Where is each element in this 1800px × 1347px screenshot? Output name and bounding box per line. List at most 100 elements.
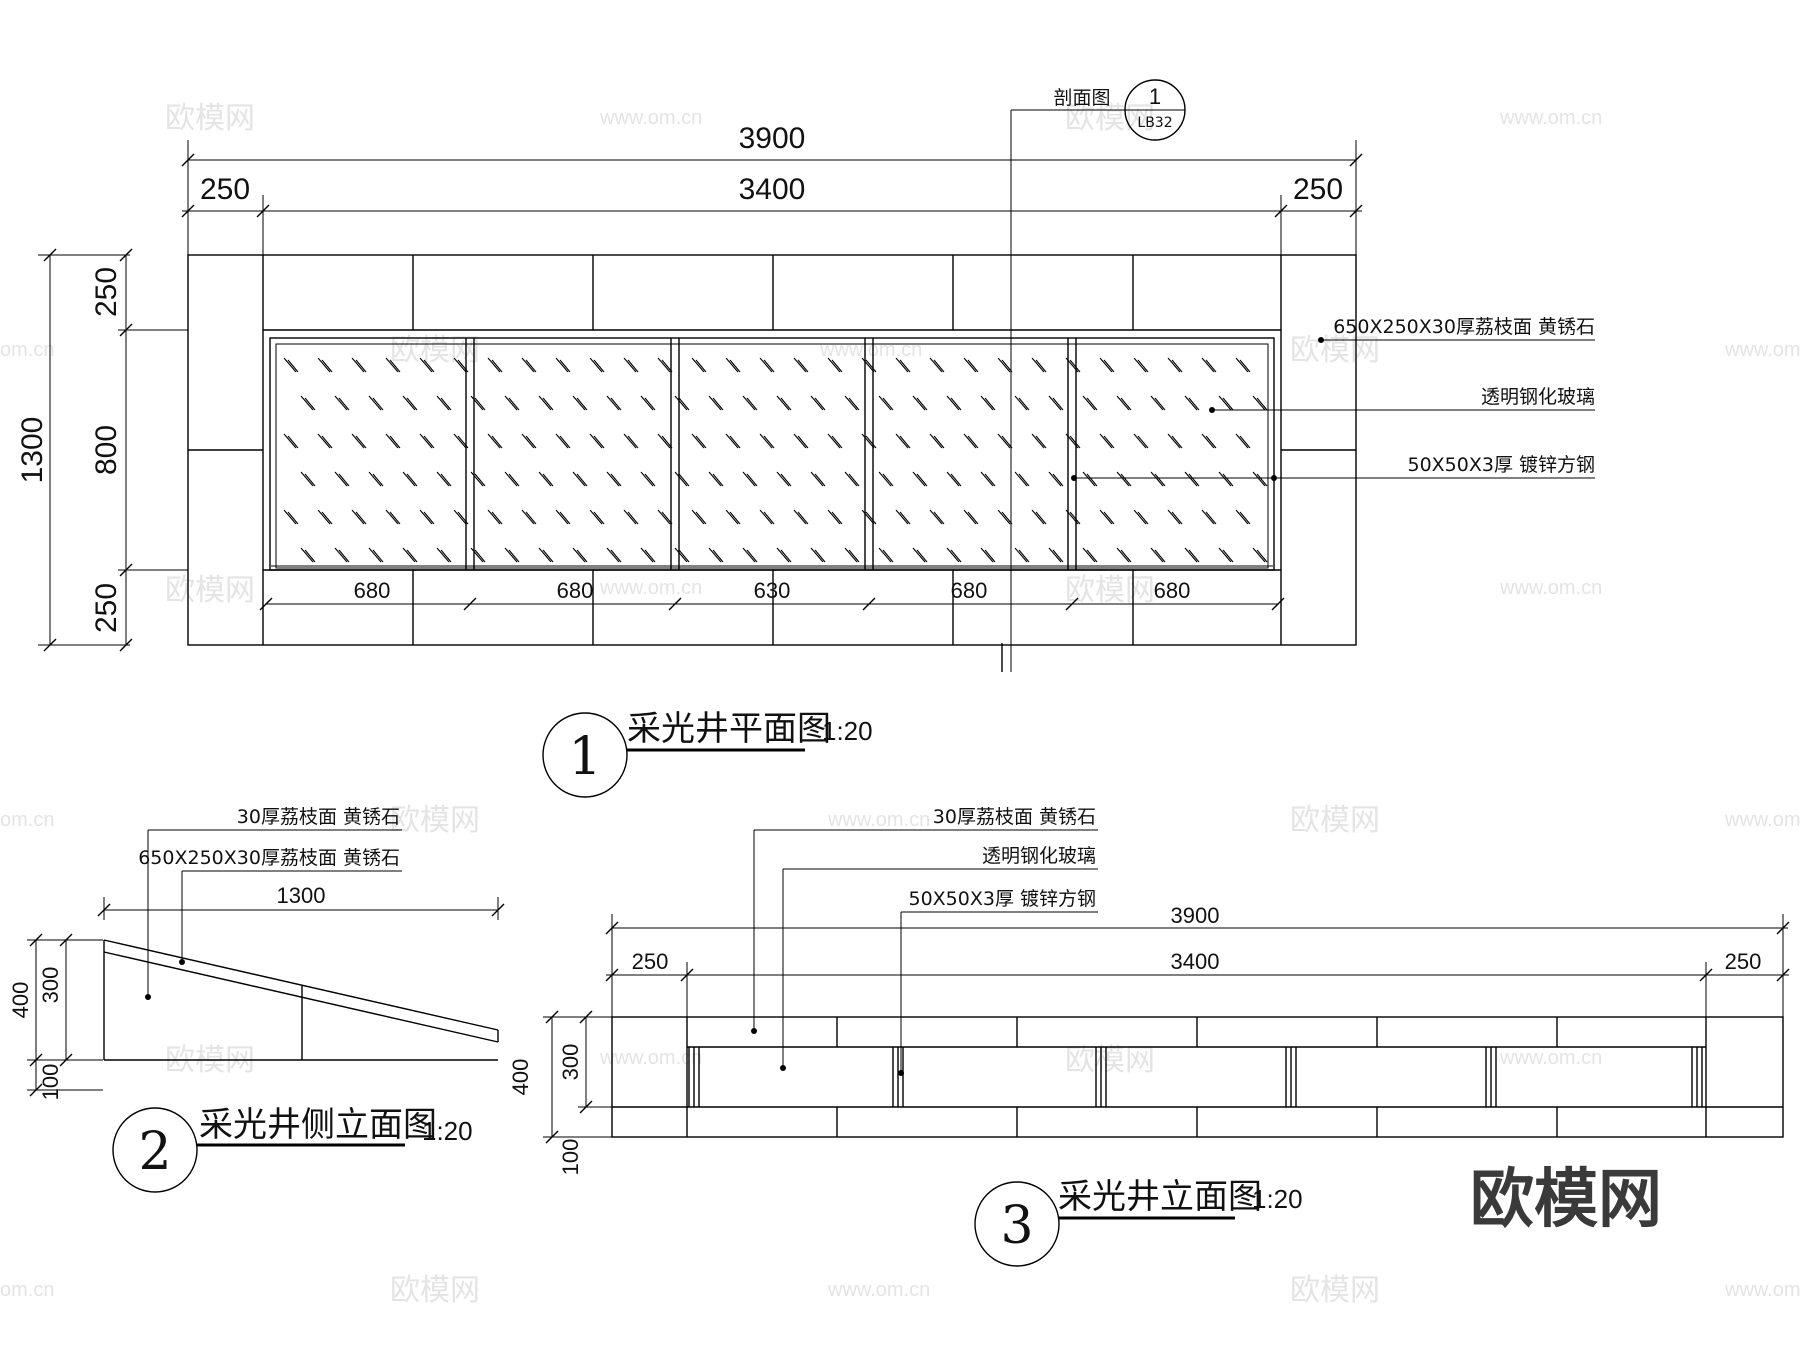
glass-hatch-mark xyxy=(1133,509,1149,525)
side-note-cap: 30厚荔枝面 黄锈石 xyxy=(237,806,400,828)
glass-hatch-mark xyxy=(657,433,673,449)
glass-hatch-mark xyxy=(844,395,860,411)
glass-hatch-mark xyxy=(334,547,350,563)
glass-hatch-mark xyxy=(1116,395,1132,411)
watermark-url: om.cn xyxy=(0,1279,54,1301)
glass-hatch-mark xyxy=(385,433,401,449)
glass-hatch-mark xyxy=(385,509,401,525)
plan-top-dimensions: 3900 250 3400 250 xyxy=(181,122,1363,255)
glass-hatch-mark xyxy=(776,395,792,411)
glass-hatch-mark xyxy=(623,357,639,373)
glass-hatch-mark xyxy=(742,395,758,411)
glass-hatch-mark xyxy=(521,509,537,525)
glass-hatch-mark xyxy=(1014,547,1030,563)
glass-hatch-mark xyxy=(1133,357,1149,373)
glass-hatch-mark xyxy=(1201,357,1217,373)
plan-dim-height-total: 1300 xyxy=(16,417,49,484)
glass-hatch-mark xyxy=(1201,509,1217,525)
glass-hatch-mark xyxy=(1252,395,1268,411)
glass-hatch-mark xyxy=(1031,357,1047,373)
watermark-brand: 欧模网 xyxy=(390,803,480,838)
glass-hatch-mark xyxy=(453,509,469,525)
glass-hatch-mark xyxy=(912,471,928,487)
glass-hatch-mark xyxy=(912,395,928,411)
glass-hatch-mark xyxy=(1252,547,1268,563)
title-scale: 1:20 xyxy=(822,716,873,746)
watermark-brand: 欧模网 xyxy=(1290,333,1380,368)
plan-view: 3900 250 3400 250 1300 xyxy=(16,79,1595,798)
glass-hatch-mark xyxy=(674,547,690,563)
plan-dim-height-top: 250 xyxy=(90,267,123,317)
glass-hatch-mark xyxy=(997,357,1013,373)
glass-hatch-mark xyxy=(691,433,707,449)
glass-hatch-mark xyxy=(283,357,299,373)
side-notes: 30厚荔枝面 黄锈石 650X250X30厚荔枝面 黄锈石 xyxy=(138,806,402,1000)
note-steel: 50X50X3厚 镀锌方钢 xyxy=(1407,454,1595,476)
side-title: 2 采光井侧立面图 1:20 xyxy=(112,1105,473,1193)
front-dim-left: 250 xyxy=(632,949,669,974)
glass-hatch-mark xyxy=(759,357,775,373)
title-number: 3 xyxy=(1000,1196,1033,1256)
glass-hatch-mark xyxy=(351,433,367,449)
glass-hatch-mark xyxy=(1116,547,1132,563)
glass-hatch-mark xyxy=(317,433,333,449)
glass-hatch-mark xyxy=(300,471,316,487)
glass-hatch-mark xyxy=(861,357,877,373)
glass-hatch-mark xyxy=(640,547,656,563)
front-dimensions: 3900 250 3400 250 400 300 100 xyxy=(508,903,1790,1175)
glass-hatch-mark xyxy=(844,547,860,563)
glass-hatch-mark xyxy=(1048,395,1064,411)
glass-hatch-mark xyxy=(980,471,996,487)
glass-hatch-mark xyxy=(538,471,554,487)
glass-hatch-mark xyxy=(708,395,724,411)
glass-hatch-mark xyxy=(810,395,826,411)
glass-hatch-mark xyxy=(810,471,826,487)
watermark-brand: 欧模网 xyxy=(390,1273,480,1308)
glass-hatch-mark xyxy=(1082,471,1098,487)
watermark-brand: 欧模网 xyxy=(1290,803,1380,838)
glass-hatch-mark xyxy=(793,357,809,373)
front-elevation: 3900 250 3400 250 400 300 100 xyxy=(508,806,1790,1267)
panel-dim: 680 xyxy=(557,578,594,603)
glass-hatch-mark xyxy=(963,357,979,373)
watermark-url: www.om.cn xyxy=(1499,577,1602,599)
glass-hatch-mark xyxy=(436,471,452,487)
glass-hatch-mark xyxy=(606,547,622,563)
side-dim-400: 400 xyxy=(8,982,33,1019)
section-number: 1 xyxy=(1149,84,1161,109)
glass-hatch-mark xyxy=(963,509,979,525)
side-profile xyxy=(103,939,499,1061)
glass-hatch-mark xyxy=(1065,433,1081,449)
plan-dim-right: 250 xyxy=(1293,173,1343,206)
front-note-steel: 50X50X3厚 镀锌方钢 xyxy=(908,888,1096,910)
glass-hatch-mark xyxy=(1235,509,1251,525)
watermark-brand: 欧模网 xyxy=(1290,1273,1380,1308)
glass-hatch-mark xyxy=(334,395,350,411)
glass-hatch-mark xyxy=(776,547,792,563)
glass-hatch-mark xyxy=(640,395,656,411)
glass-hatch-mark xyxy=(895,509,911,525)
glass-hatch-mark xyxy=(759,509,775,525)
glass-hatch-mark xyxy=(1031,509,1047,525)
glass-hatch-mark xyxy=(589,433,605,449)
glass-hatch-mark xyxy=(300,395,316,411)
glass-hatch-mark xyxy=(283,433,299,449)
glass-hatch-mark xyxy=(912,547,928,563)
glass-hatch-mark xyxy=(1133,433,1149,449)
title-text: 采光井平面图 xyxy=(627,709,831,749)
glass-hatch-mark xyxy=(504,547,520,563)
watermark-url: www.om.cn xyxy=(819,339,922,361)
glass-hatch-mark xyxy=(470,395,486,411)
glass-hatch-mark xyxy=(555,433,571,449)
glass-hatch-mark xyxy=(725,433,741,449)
glass-hatch-mark xyxy=(368,471,384,487)
glass-hatch-mark xyxy=(844,471,860,487)
watermark-layer: 欧模网 www.om.cn 欧模网 www.om.cn om.cn 欧模网 ww… xyxy=(0,101,1800,1308)
glass-hatch-mark xyxy=(521,433,537,449)
glass-hatch-mark xyxy=(1184,547,1200,563)
side-note-stone: 650X250X30厚荔枝面 黄锈石 xyxy=(138,847,400,869)
glass-hatch-mark xyxy=(419,433,435,449)
plan-glass-frame xyxy=(269,337,1275,571)
glass-hatch-mark xyxy=(946,395,962,411)
glass-hatch-mark xyxy=(1235,357,1251,373)
